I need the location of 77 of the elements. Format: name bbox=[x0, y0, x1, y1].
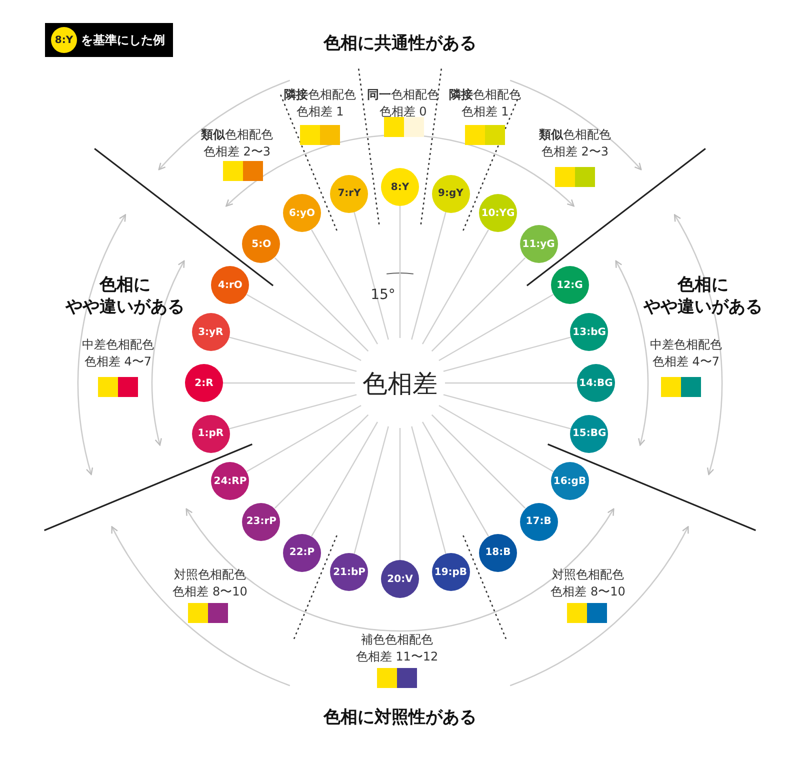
scheme-label: 色相差 11〜12 bbox=[356, 648, 438, 666]
spoke-line bbox=[228, 394, 357, 430]
hue-circle: 6:yO bbox=[283, 194, 321, 232]
scheme-label: 色相差 1 bbox=[461, 104, 509, 120]
hue-circle: 4:rO bbox=[211, 266, 250, 304]
hue-circle: 8:Y bbox=[381, 168, 419, 206]
section-heading: 色相に共通性がある bbox=[324, 32, 476, 54]
hue-circle: 19:pB bbox=[432, 553, 470, 592]
spoke-line bbox=[274, 257, 369, 352]
hue-circle: 15:BG bbox=[570, 414, 608, 453]
spoke-line bbox=[310, 229, 378, 344]
hue-circle: 9:gY bbox=[432, 174, 470, 213]
hue-circle: 24:RP bbox=[211, 462, 250, 500]
hue-circle: 10:YG bbox=[479, 194, 517, 232]
scheme-label: 中差色相配色 bbox=[650, 336, 722, 354]
spoke-line bbox=[228, 336, 357, 372]
box-caption: を基準にした例 bbox=[81, 32, 165, 48]
hue-circle: 2:R bbox=[185, 364, 223, 402]
scheme-label: 色相差 8〜10 bbox=[550, 584, 626, 600]
section-heading: 色相にやや違いがある bbox=[66, 274, 184, 318]
scheme-label: 対照色相配色 bbox=[174, 566, 246, 584]
spoke-line bbox=[411, 212, 446, 340]
hue-circle: 23:rP bbox=[242, 502, 280, 541]
hue-circle: 17:B bbox=[520, 502, 558, 541]
spoke-line bbox=[422, 422, 490, 537]
spoke-line bbox=[438, 294, 554, 362]
scheme-label: 色相差 0 bbox=[379, 104, 427, 120]
scheme-label: 対照色相配色 bbox=[552, 566, 624, 584]
example-box bbox=[45, 23, 173, 57]
spoke-line bbox=[422, 229, 490, 344]
hue-circle: 16:gB bbox=[550, 462, 589, 500]
section-heading: 色相に対照性がある bbox=[324, 706, 476, 728]
scheme-label: 色相差 1 bbox=[296, 104, 344, 120]
hue-circle: 20:V bbox=[381, 560, 419, 598]
spoke-line bbox=[399, 428, 401, 560]
hue-circle: 22:P bbox=[283, 534, 321, 572]
spoke-line bbox=[443, 394, 572, 430]
hue-badge: 8:Y bbox=[51, 27, 77, 53]
scheme-label: 色相差 4〜7 bbox=[84, 354, 152, 370]
spoke-line bbox=[310, 422, 378, 537]
scheme-label: 隣接色相配色 bbox=[449, 86, 521, 104]
hue-circle: 1:pR bbox=[192, 414, 230, 453]
angle-label: 15° bbox=[370, 287, 396, 303]
spoke-line bbox=[246, 294, 362, 362]
hue-circle: 5:O bbox=[242, 225, 280, 264]
spoke-line bbox=[438, 404, 554, 472]
spoke-line bbox=[445, 382, 577, 384]
hue-circle: 11:yG bbox=[520, 225, 558, 264]
center-label: 色相差 bbox=[355, 338, 445, 428]
scheme-label: 色相差 2〜3 bbox=[541, 144, 609, 160]
hue-circle: 18:B bbox=[479, 534, 517, 572]
scheme-label: 色相差 2〜3 bbox=[203, 144, 271, 160]
scheme-label: 隣接色相配色 bbox=[284, 86, 356, 104]
spoke-line bbox=[223, 382, 355, 384]
spoke-line bbox=[431, 257, 526, 352]
scheme-label: 類似色相配色 bbox=[539, 126, 611, 144]
scheme-label: 色相差 4〜7 bbox=[652, 354, 720, 370]
spoke-line bbox=[246, 404, 362, 472]
scheme-label: 色相差 8〜10 bbox=[172, 584, 248, 600]
hue-circle: 7:rY bbox=[330, 174, 368, 213]
spoke-line bbox=[399, 206, 401, 338]
spoke-line bbox=[411, 426, 446, 554]
spoke-line bbox=[354, 426, 389, 554]
spoke-line bbox=[431, 414, 526, 509]
hue-circle: 12:G bbox=[550, 266, 589, 304]
scheme-label: 類似色相配色 bbox=[201, 126, 273, 144]
spoke-line bbox=[354, 212, 389, 340]
hue-circle: 13:bG bbox=[570, 313, 608, 352]
hue-circle: 14:BG bbox=[577, 364, 615, 402]
hue-circle: 21:bP bbox=[330, 553, 368, 592]
spoke-line bbox=[443, 336, 572, 372]
scheme-label: 補色色相配色 bbox=[361, 632, 433, 648]
scheme-label: 中差色相配色 bbox=[82, 336, 154, 354]
section-heading: 色相にやや違いがある bbox=[644, 274, 762, 318]
spoke-line bbox=[274, 414, 369, 509]
hue-circle: 3:yR bbox=[192, 313, 230, 352]
scheme-label: 同一色相配色 bbox=[367, 86, 439, 104]
